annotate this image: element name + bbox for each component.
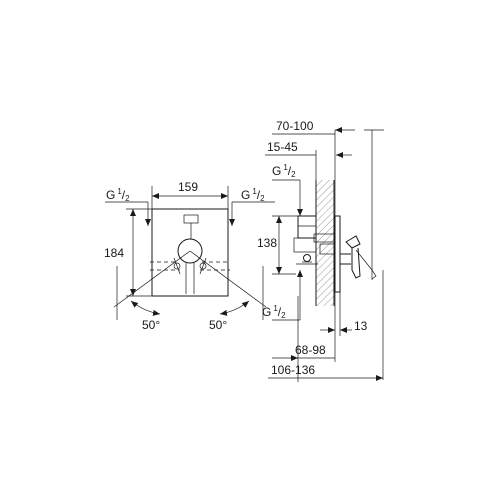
dim-cover-label: 13	[354, 319, 368, 333]
valve-body-side	[293, 215, 335, 265]
valve-body	[150, 214, 230, 294]
cover-plate	[151, 208, 229, 297]
angle-line-left	[113, 250, 191, 308]
dim-top-label: 70-100	[276, 119, 314, 133]
valve-center	[177, 238, 203, 264]
cover-plate-side	[334, 215, 341, 293]
wall-section	[316, 180, 334, 306]
dim-bottom-label: 106-136	[271, 363, 315, 377]
angle-line-right	[189, 250, 267, 308]
angle-left-label: 50°	[142, 318, 160, 332]
dim-second-label: 15-45	[267, 140, 298, 154]
width-label: 159	[178, 180, 198, 194]
angle-arc-left	[130, 300, 161, 316]
angle-arc-right	[219, 300, 250, 316]
height-label: 184	[104, 246, 124, 260]
dim-lower-label: 68-98	[295, 343, 326, 357]
lever-handle	[340, 235, 377, 280]
dim-height-label: 138	[257, 236, 277, 250]
angle-right-label: 50°	[209, 318, 227, 332]
